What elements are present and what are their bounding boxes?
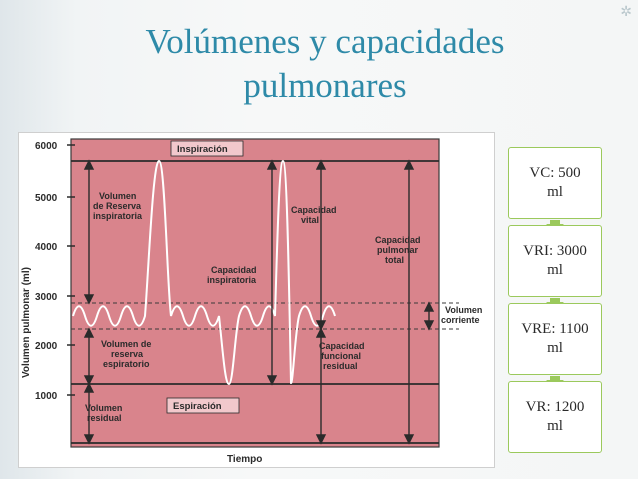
label-residual-volume: Volumen residual bbox=[85, 403, 125, 423]
label-vital-capacity: Capacidad vital bbox=[291, 205, 339, 225]
flow-box-vr: VR: 1200 ml bbox=[508, 381, 602, 453]
spirometry-curve bbox=[72, 159, 336, 386]
y-tick-3000: 3000 bbox=[35, 292, 58, 303]
plot-area bbox=[70, 138, 440, 448]
expiration-label: Espiración bbox=[173, 401, 222, 412]
lung-volumes-figure: 6000 5000 4000 3000 2000 1000 Volumen pu… bbox=[18, 132, 495, 468]
corner-decoration-icon: ✲ bbox=[620, 5, 632, 20]
label-total-lung-capacity: Capacidad pulmonar total bbox=[375, 235, 423, 265]
y-ticks bbox=[67, 144, 75, 396]
slide-title-line-2: pulmonares bbox=[243, 66, 407, 105]
y-axis-label: Volumen pulmonar (ml) bbox=[21, 267, 32, 378]
inspiration-label: Inspiración bbox=[177, 144, 228, 155]
y-tick-1000: 1000 bbox=[35, 391, 58, 402]
y-tick-4000: 4000 bbox=[35, 242, 58, 253]
lung-volumes-diagram: 6000 5000 4000 3000 2000 1000 Volumen pu… bbox=[21, 138, 485, 465]
expiration-label-box bbox=[166, 397, 240, 414]
slide-title: Volúmenes y capacidades pulmonares bbox=[60, 20, 590, 108]
label-irv: Volumen de Reserva inspiratoria bbox=[93, 191, 144, 221]
label-inspiratory-capacity: Capacidad inspiratoria bbox=[207, 265, 259, 285]
slide-title-line-1: Volúmenes y capacidades bbox=[145, 22, 505, 61]
inspiration-label-box bbox=[170, 140, 244, 157]
y-tick-6000: 6000 bbox=[35, 141, 58, 152]
flow-box-vc: VC: 500 ml bbox=[508, 147, 602, 219]
label-tidal-volume: Volumen corriente bbox=[441, 305, 485, 325]
label-erv: Volumen de reserva espiratorio bbox=[101, 339, 154, 369]
flow-box-vre: VRE: 1100 ml bbox=[508, 303, 602, 375]
y-tick-2000: 2000 bbox=[35, 341, 58, 352]
y-tick-5000: 5000 bbox=[35, 193, 58, 204]
x-axis-label: Tiempo bbox=[227, 454, 262, 465]
label-frc: Capacidad funcional residual bbox=[319, 341, 367, 371]
dimension-arrows bbox=[83, 159, 435, 445]
flow-box-vri: VRI: 3000 ml bbox=[508, 225, 602, 297]
